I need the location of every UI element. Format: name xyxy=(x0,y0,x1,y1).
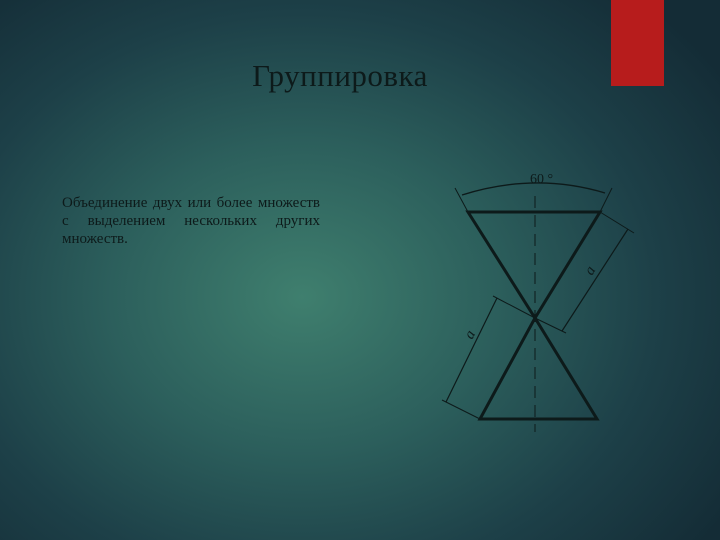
lower-side-label: a xyxy=(461,328,479,342)
upper-dim-extension-top xyxy=(599,211,635,234)
angle-label: 60 ° xyxy=(530,172,553,187)
lower-dim-extension-bottom xyxy=(441,399,481,420)
slide-title: Группировка xyxy=(252,58,428,93)
angle-extension-left xyxy=(454,187,469,213)
accent-bar xyxy=(611,0,664,86)
angle-arc xyxy=(461,182,606,196)
slide-body-text: Объединение двух или более множеств с вы… xyxy=(62,195,320,247)
upper-dimension-line xyxy=(561,228,629,332)
angle-extension-right xyxy=(599,187,613,213)
lower-dimension-line xyxy=(445,297,498,403)
upper-triangle xyxy=(465,210,603,321)
upper-dim-extension-bottom xyxy=(534,317,567,334)
lower-triangle xyxy=(477,315,600,421)
upper-side-label: a xyxy=(582,264,600,278)
lower-dim-extension-top xyxy=(492,295,536,319)
